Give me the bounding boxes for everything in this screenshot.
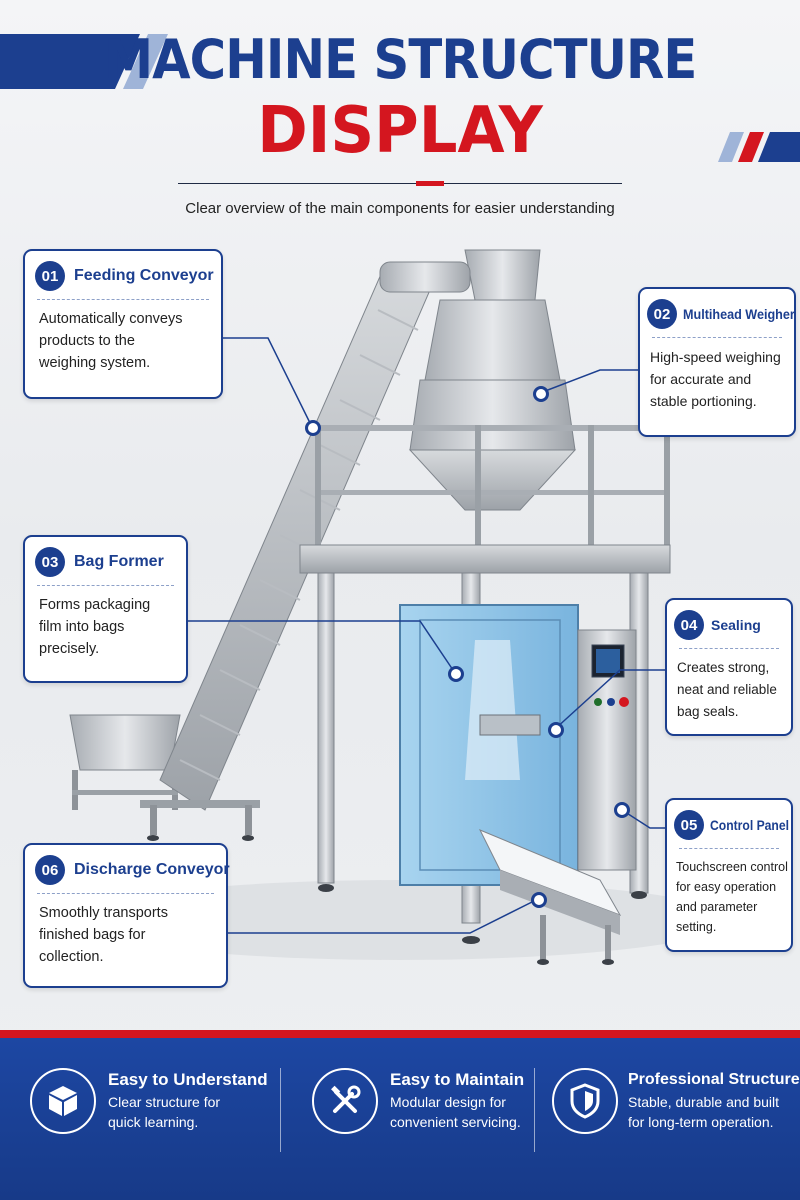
component-desc-line: for accurate and [650,371,752,387]
component-desc-line: finished bags for [39,927,146,943]
component-desc-line: Smoothly transports [39,905,168,921]
component-title: Discharge Conveyor [74,861,230,878]
component-desc-line: precisely. [39,641,100,657]
component-desc-line: weighing system. [39,355,151,371]
feature-separator [534,1068,535,1152]
title-divider [178,183,622,184]
component-desc-line: and parameter [676,900,758,914]
page-title-line2: DISPLAY [257,94,543,168]
header-stripes-right [718,132,800,162]
component-desc-line: Forms packaging [39,597,151,613]
component-desc-line: neat and reliable [677,682,777,697]
component-card-control-panel: 05 Control Panel Touchscreen control for… [665,798,793,952]
component-card-multihead-weigher: 02 Multihead Weigher High-speed weighing… [638,287,796,437]
marker-sealing [548,722,564,738]
feature-desc-line: convenient servicing. [390,1114,521,1130]
leader-lines [188,337,665,934]
component-desc-line: Automatically conveys [39,311,183,327]
tools-icon [312,1068,378,1134]
feature-desc-line: quick learning. [108,1114,199,1130]
feature-title: Easy to Understand [108,1070,268,1089]
marker-feeding-conveyor [305,420,321,436]
marker-bag-former [448,666,464,682]
feature-desc-line: Stable, durable and built [628,1094,779,1110]
feature-desc-line: Modular design for [390,1094,506,1110]
cube-icon [30,1068,96,1134]
component-desc-line: stable portioning. [650,393,757,409]
component-title: Multihead Weigher [683,306,795,322]
component-card-discharge-conveyor: 06 Discharge Conveyor Smoothly transport… [23,843,230,988]
component-desc-line: Touchscreen control [676,860,788,874]
component-title: Bag Former [74,553,164,570]
header-stripes-left [0,34,168,89]
marker-multihead-weigher [533,386,549,402]
component-number: 01 [35,261,65,291]
feature-easy-to-understand: Easy to Understand Clear structure for q… [30,1068,268,1134]
component-desc-line: bag seals. [677,704,739,719]
marker-discharge-conveyor [531,892,547,908]
marker-control-panel [614,802,630,818]
feature-desc-line: Clear structure for [108,1094,221,1110]
component-number: 05 [674,810,704,840]
component-title: Feeding Conveyor [74,267,214,284]
component-desc-line: collection. [39,949,104,965]
component-desc-line: Creates strong, [677,660,770,675]
component-card-feeding-conveyor: 01 Feeding Conveyor Automatically convey… [23,249,223,399]
component-title: Sealing [711,617,761,633]
component-desc-line: products to the [39,333,135,349]
component-number: 06 [35,855,65,885]
page-title-line1: MACHINE STRUCTURE [103,28,698,91]
component-title: Control Panel [710,817,789,833]
shield-icon [552,1068,618,1134]
component-desc-line: setting. [676,920,717,934]
component-desc-line: film into bags [39,619,125,635]
packaging-machine-illustration [69,249,730,965]
features-footer: Easy to Understand Clear structure for q… [0,1038,800,1200]
component-desc-line: for easy operation [676,880,777,894]
component-number: 03 [35,547,65,577]
feature-professional-structure: Professional Structure Stable, durable a… [552,1068,800,1134]
component-desc-line: High-speed weighing [650,349,781,365]
feature-desc-line: for long-term operation. [628,1114,774,1130]
title-divider-accent [416,181,444,186]
footer-accent-bar [0,1030,800,1038]
feature-easy-to-maintain: Easy to Maintain Modular design for conv… [312,1068,524,1134]
component-number: 02 [647,299,677,329]
component-card-sealing: 04 Sealing Creates strong, neat and reli… [665,598,793,736]
component-card-bag-former: 03 Bag Former Forms packaging film into … [23,535,188,683]
feature-separator [280,1068,281,1152]
page-subtitle: Clear overview of the main components fo… [185,200,615,217]
feature-title: Professional Structure [628,1071,800,1088]
feature-title: Easy to Maintain [390,1070,525,1089]
component-number: 04 [674,610,704,640]
